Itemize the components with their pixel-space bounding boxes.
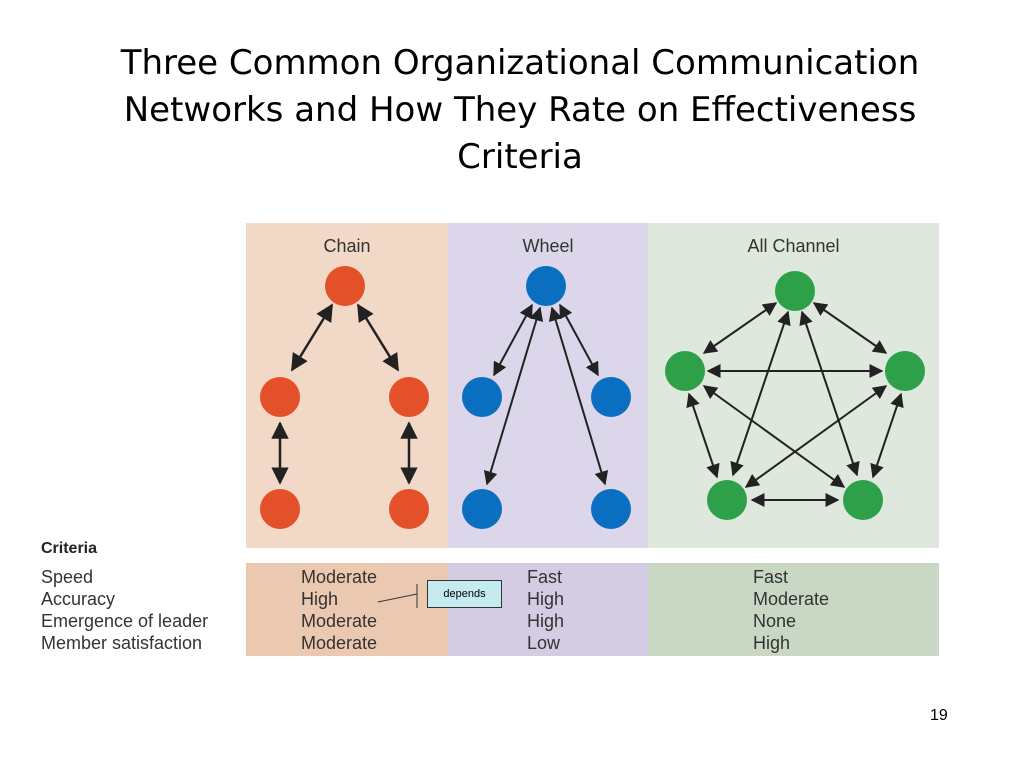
- all-channel-emergence-of-leader: None: [753, 611, 797, 631]
- wheel-node: [462, 489, 502, 529]
- page-number: 19: [930, 707, 948, 724]
- criteria-label-emergence-of-leader: Emergence of leader: [41, 611, 209, 631]
- chain-emergence-of-leader: Moderate: [301, 611, 378, 631]
- criteria-heading: Criteria: [41, 540, 98, 557]
- chain-node: [260, 489, 300, 529]
- all-channel-nodes: [665, 271, 925, 520]
- chain-node: [260, 377, 300, 417]
- chain-title: Chain: [323, 236, 371, 256]
- wheel-member-satisfaction: Low: [527, 633, 561, 653]
- all-channel-edge: [744, 385, 888, 488]
- chain-member-satisfaction: Moderate: [301, 633, 378, 653]
- slide-title: Three Common Organizational Communicatio…: [120, 43, 920, 177]
- depends-callout: depends: [427, 580, 502, 608]
- wheel-edge: [548, 306, 609, 486]
- chain-ratings-panel: [246, 563, 448, 656]
- chain-node: [325, 266, 365, 306]
- chain-node: [389, 377, 429, 417]
- all-channel-node: [665, 351, 705, 391]
- wheel-node: [591, 489, 631, 529]
- all-channel-speed: Fast: [753, 567, 789, 587]
- all-channel-node: [885, 351, 925, 391]
- criteria-label-member-satisfaction: Member satisfaction: [41, 633, 203, 653]
- chain-edges: [271, 303, 418, 485]
- wheel-nodes: [462, 266, 631, 529]
- wheel-accuracy: High: [527, 589, 565, 609]
- all-channel-edges: [686, 302, 904, 507]
- wheel-node: [462, 377, 502, 417]
- wheel-edge: [483, 306, 544, 486]
- wheel-speed: Fast: [527, 567, 563, 587]
- chain-edge: [290, 303, 334, 372]
- chain-speed: Moderate: [301, 567, 378, 587]
- all-channel-node: [707, 480, 747, 520]
- wheel-node: [591, 377, 631, 417]
- all-channel-title: All Channel: [747, 236, 840, 256]
- chain-accuracy: High: [301, 589, 339, 609]
- all-channel-accuracy: Moderate: [753, 589, 830, 609]
- all-channel-member-satisfaction: High: [753, 633, 791, 653]
- chain-node: [389, 489, 429, 529]
- criteria-label-accuracy: Accuracy: [41, 589, 116, 609]
- all-channel-ratings-panel: [648, 563, 939, 656]
- chain-nodes: [260, 266, 429, 529]
- wheel-ratings-panel: [448, 563, 648, 656]
- wheel-node: [526, 266, 566, 306]
- chain-edge: [356, 303, 400, 372]
- wheel-title: Wheel: [522, 236, 574, 256]
- wheel-emergence-of-leader: High: [527, 611, 565, 631]
- criteria-label-speed: Speed: [41, 567, 94, 587]
- network-diagrams: [260, 266, 925, 529]
- all-channel-node: [775, 271, 815, 311]
- wheel-edges: [483, 303, 609, 486]
- all-channel-node: [843, 480, 883, 520]
